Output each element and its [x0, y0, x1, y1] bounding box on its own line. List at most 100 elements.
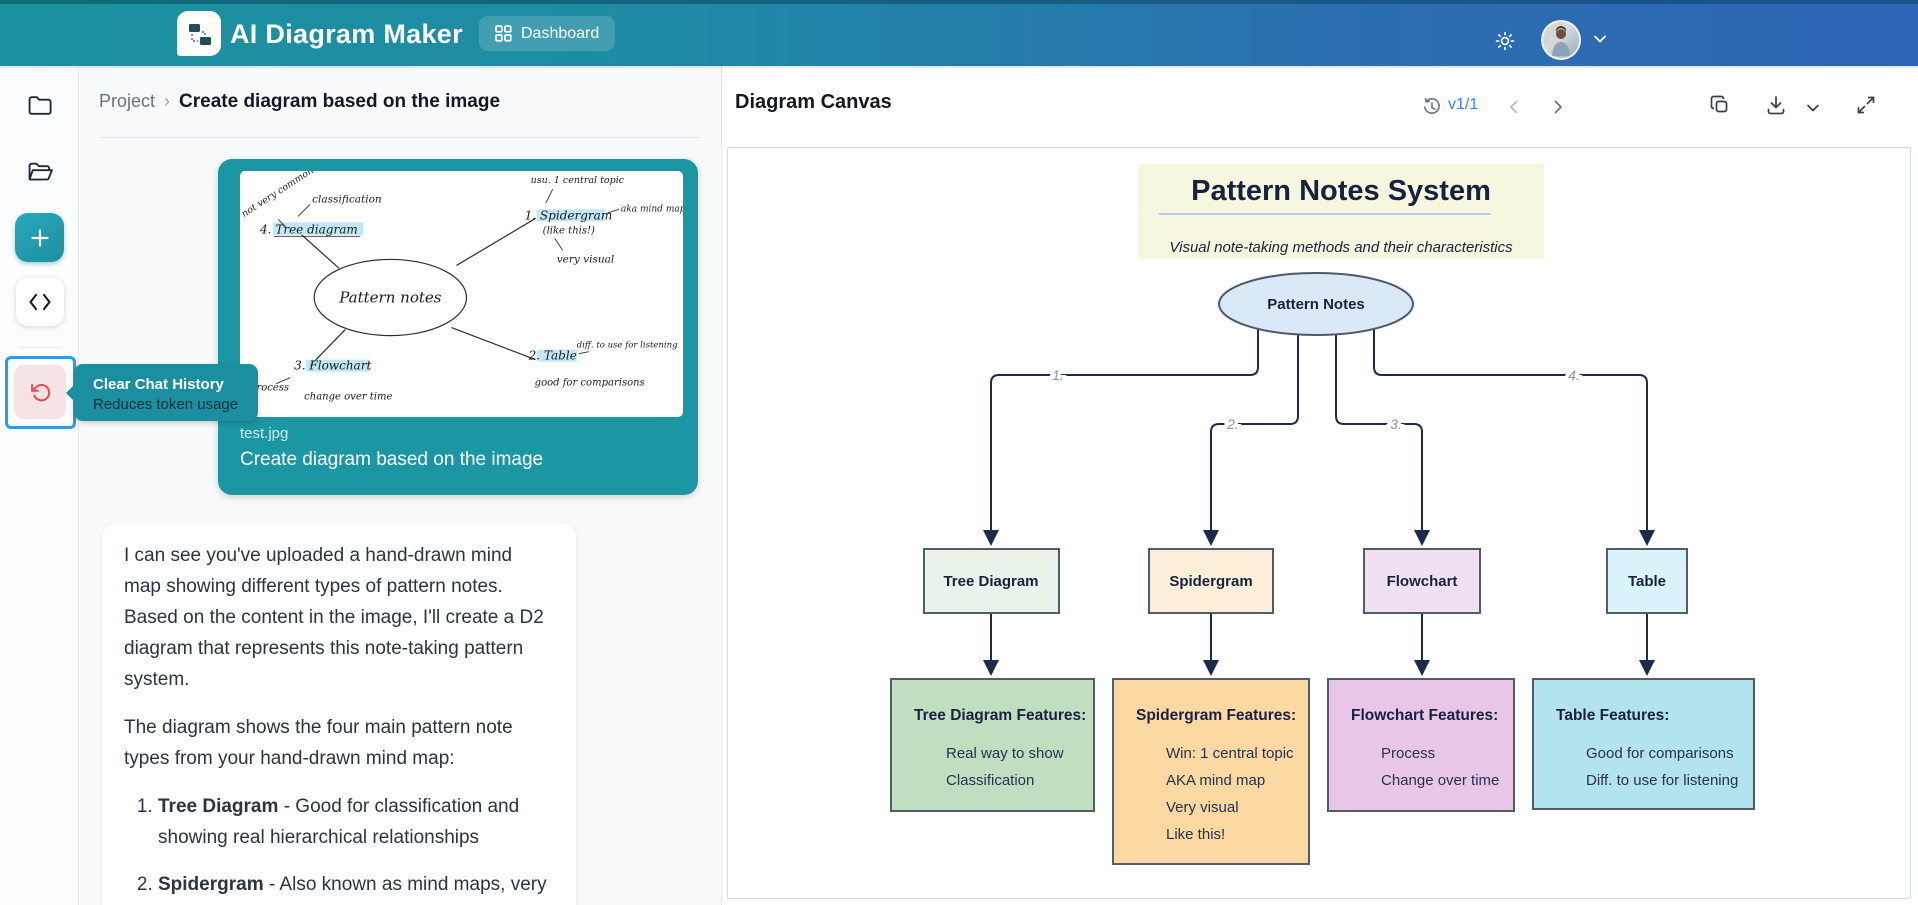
svg-text:Process: Process [1381, 745, 1435, 762]
fullscreen-button[interactable] [1852, 91, 1880, 119]
dashboard-button[interactable]: Dashboard [479, 16, 616, 51]
clear-history-button[interactable] [14, 365, 66, 419]
node-spidergram[interactable]: Spidergram [1148, 548, 1274, 614]
icon-sidebar [0, 66, 79, 905]
svg-text:good for comparisons: good for comparisons [535, 378, 645, 389]
dashboard-label: Dashboard [521, 24, 600, 42]
next-version-button[interactable] [1544, 93, 1572, 121]
svg-text:change over time: change over time [304, 392, 392, 403]
ai-paragraph-2: The diagram shows the four main pattern … [124, 717, 513, 769]
svg-text:Real way to show: Real way to show [946, 745, 1064, 762]
code-icon [29, 293, 51, 311]
svg-text:Spidergram Features:: Spidergram Features: [1136, 707, 1296, 724]
copy-diagram-button[interactable] [1706, 91, 1734, 119]
canvas-title: Diagram Canvas [735, 91, 892, 113]
svg-text:Table: Table [1628, 573, 1666, 590]
version-label: v1/1 [1448, 96, 1479, 113]
plus-icon [30, 228, 49, 247]
svg-text:2. Table: 2. Table [528, 349, 577, 363]
node-tree-features[interactable]: Tree Diagram Features: Real way to show … [890, 678, 1095, 812]
svg-text:Classification: Classification [946, 772, 1034, 789]
svg-text:Good for comparisons: Good for comparisons [1586, 745, 1734, 762]
version-history-button[interactable] [1418, 93, 1446, 121]
ai-message-card: I can see you've uploaded a hand-drawn m… [102, 523, 576, 905]
folder-open-icon [28, 162, 53, 181]
open-folder-button[interactable] [17, 151, 63, 193]
svg-text:Like this!: Like this! [1166, 826, 1225, 843]
breadcrumb-divider [99, 137, 701, 138]
svg-text:aka mind map: aka mind map [621, 204, 683, 214]
edge-labels: 1. 2. 3. 4. [1049, 364, 1584, 436]
chevron-right-icon [1554, 100, 1562, 114]
svg-text:Tree Diagram: Tree Diagram [943, 573, 1038, 590]
download-options-chevron[interactable] [1799, 94, 1827, 122]
sun-icon [1495, 31, 1515, 51]
svg-text:usu. 1 central topic: usu. 1 central topic [531, 175, 625, 186]
tooltip-subtitle: Reduces token usage [93, 396, 239, 413]
hand-drawn-mindmap-image: Pattern notes 4. Tree diagram classifica… [240, 171, 683, 403]
previous-version-button[interactable] [1500, 93, 1528, 121]
svg-text:Table Features:: Table Features: [1556, 707, 1669, 724]
chevron-down-icon [1807, 104, 1819, 112]
list-item: Tree Diagram - Good for classification a… [158, 791, 554, 853]
svg-text:Spidergram: Spidergram [1169, 573, 1252, 590]
svg-text:Tree Diagram Features:: Tree Diagram Features: [914, 707, 1086, 724]
breadcrumb-project[interactable]: Project [99, 91, 156, 111]
rotate-ccw-icon [30, 383, 50, 401]
svg-text:classification: classification [312, 193, 382, 205]
app-title: AI Diagram Maker [230, 19, 463, 49]
svg-text:not very common: not very common [240, 171, 316, 220]
diagram-subtitle: Visual note-taking methods and their cha… [1169, 239, 1513, 256]
diagram-canvas[interactable]: Pattern Notes System Visual note-taking … [727, 147, 1911, 899]
node-table-features[interactable]: Table Features: Good for comparisons Dif… [1532, 678, 1755, 810]
svg-text:Very visual: Very visual [1166, 799, 1239, 816]
new-diagram-button[interactable] [15, 213, 64, 262]
user-menu-chevron-icon[interactable] [1588, 27, 1612, 51]
copy-icon [1710, 95, 1728, 113]
avatar-photo [1552, 26, 1570, 56]
ai-note-type-list: Tree Diagram - Good for classification a… [124, 791, 554, 905]
panel-divider [721, 66, 722, 905]
diagram-title: Pattern Notes System [1191, 175, 1491, 207]
svg-text:1. Spidergram: 1. Spidergram [525, 208, 613, 222]
node-flowchart-features[interactable]: Flowchart Features: Process Change over … [1327, 678, 1515, 812]
svg-text:(like this!): (like this!) [543, 225, 595, 236]
app-header: AI Diagram Maker Dashboard [0, 0, 1918, 66]
node-pattern-notes[interactable]: Pattern Notes [1218, 272, 1414, 336]
svg-text:2.: 2. [1226, 416, 1239, 432]
download-icon [1767, 96, 1785, 115]
user-avatar[interactable] [1541, 20, 1581, 60]
user-message-text: Create diagram based on the image [240, 449, 544, 470]
diagram-edges [983, 329, 1655, 676]
clear-history-tooltip: Clear Chat History Reduces token usage [66, 364, 258, 421]
svg-text:AKA mind map: AKA mind map [1166, 772, 1265, 789]
uploaded-image-preview[interactable]: Pattern notes 4. Tree diagram classifica… [240, 171, 683, 417]
canvas-panel: Diagram Canvas v1/1 [722, 66, 1918, 905]
dashboard-grid-icon [495, 25, 512, 42]
svg-text:4. Tree diagram: 4. Tree diagram [259, 222, 358, 236]
d2-diagram: Pattern Notes System Visual note-taking … [890, 164, 1755, 865]
download-button[interactable] [1762, 91, 1790, 119]
svg-text:Pattern Notes: Pattern Notes [1267, 296, 1365, 313]
node-spidergram-features[interactable]: Spidergram Features: Win: 1 central topi… [1112, 678, 1310, 865]
node-flowchart[interactable]: Flowchart [1363, 548, 1481, 614]
ai-paragraph-1: I can see you've uploaded a hand-drawn m… [124, 545, 544, 690]
folder-button[interactable] [17, 84, 63, 126]
theme-toggle-button[interactable] [1490, 26, 1520, 56]
code-view-button[interactable] [16, 278, 64, 326]
diagram-logo-icon [189, 23, 211, 45]
svg-text:Flowchart Features:: Flowchart Features: [1351, 707, 1498, 724]
svg-text:Pattern notes: Pattern notes [338, 289, 442, 307]
breadcrumb: Project›Create diagram based on the imag… [99, 91, 701, 113]
svg-text:very visual: very visual [557, 253, 615, 265]
expand-icon [1857, 96, 1875, 114]
history-clock-icon [1424, 97, 1440, 114]
diagram-title-block: Pattern Notes System Visual note-taking … [1138, 164, 1544, 259]
chat-panel: Project›Create diagram based on the imag… [80, 66, 721, 905]
header-top-accent [0, 0, 1918, 4]
node-tree-diagram[interactable]: Tree Diagram [923, 548, 1060, 614]
node-table[interactable]: Table [1606, 548, 1688, 614]
svg-text:4.: 4. [1568, 367, 1580, 383]
svg-text:Diff. to use for listening: Diff. to use for listening [1586, 772, 1738, 789]
